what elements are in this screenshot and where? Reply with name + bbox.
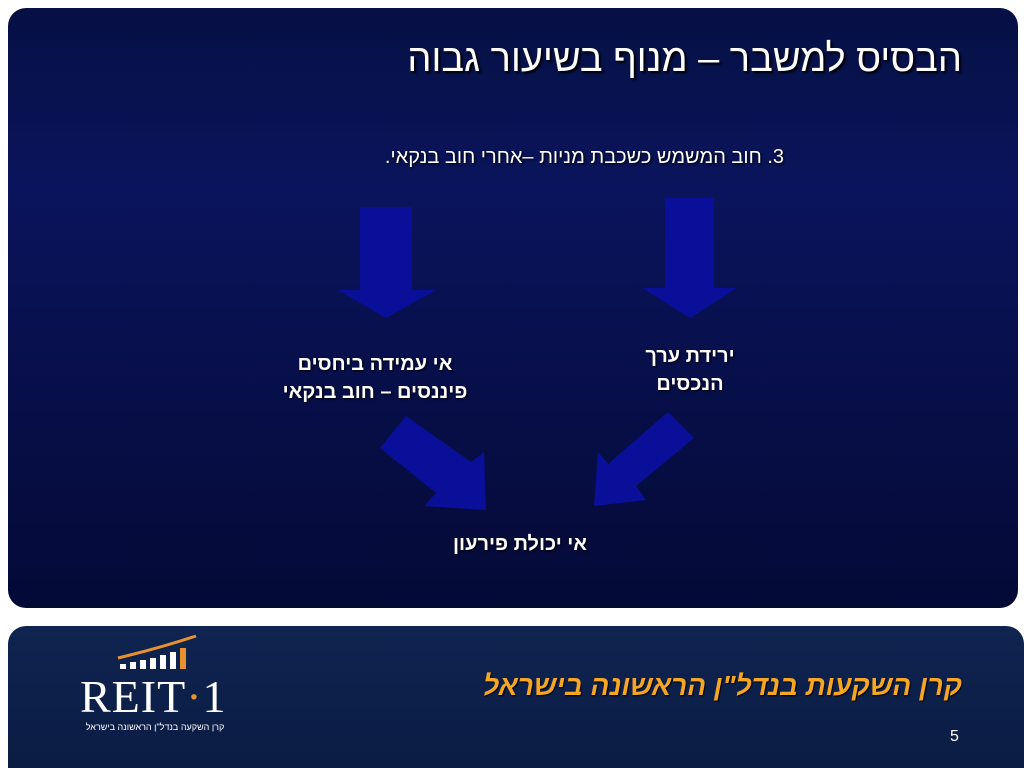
reit1-logo-icon [117, 634, 197, 669]
slide-subtitle: 3. חוב המשמש כשכבת מניות –אחרי חוב בנקאי… [384, 146, 784, 168]
logo-wordmark-main: REIT [80, 671, 187, 722]
arrow-diagonal-left [380, 416, 486, 510]
cause-asset-value-decline-line2: הנכסים [656, 373, 724, 395]
page-number: 5 [950, 728, 959, 745]
arrow-down-right [642, 198, 737, 318]
result-insolvency: אי יכולת פירעון [453, 533, 587, 555]
footer-bar [8, 626, 1024, 768]
cause-financial-covenants-line2: פיננסים – חוב בנקאי [282, 381, 468, 403]
cause-asset-value-decline: ירידת ערך הנכסים [620, 342, 760, 398]
footer-title: קרן השקעות בנדל"ן הראשונה בישראל [483, 670, 962, 701]
logo-wordmark-dot: · [186, 671, 203, 722]
flow-arrows [338, 198, 737, 510]
slide-main-panel [8, 8, 1018, 608]
logo-wordmark: REIT·1 [80, 670, 227, 723]
logo-tagline: קרן השקעה בנדל"ן הראשונה בישראל [85, 722, 225, 732]
cause-asset-value-decline-line1: ירידת ערך [645, 345, 735, 367]
cause-financial-covenants: אי עמידה ביחסים פיננסים – חוב בנקאי [255, 350, 495, 406]
cause-financial-covenants-line1: אי עמידה ביחסים [297, 353, 453, 375]
slide-title: הבסיס למשבר – מנוף בשיעור גבוה [407, 38, 962, 80]
arrow-down-left [338, 207, 436, 318]
arrow-diagonal-right [594, 412, 694, 506]
logo-wordmark-number: 1 [202, 671, 227, 722]
